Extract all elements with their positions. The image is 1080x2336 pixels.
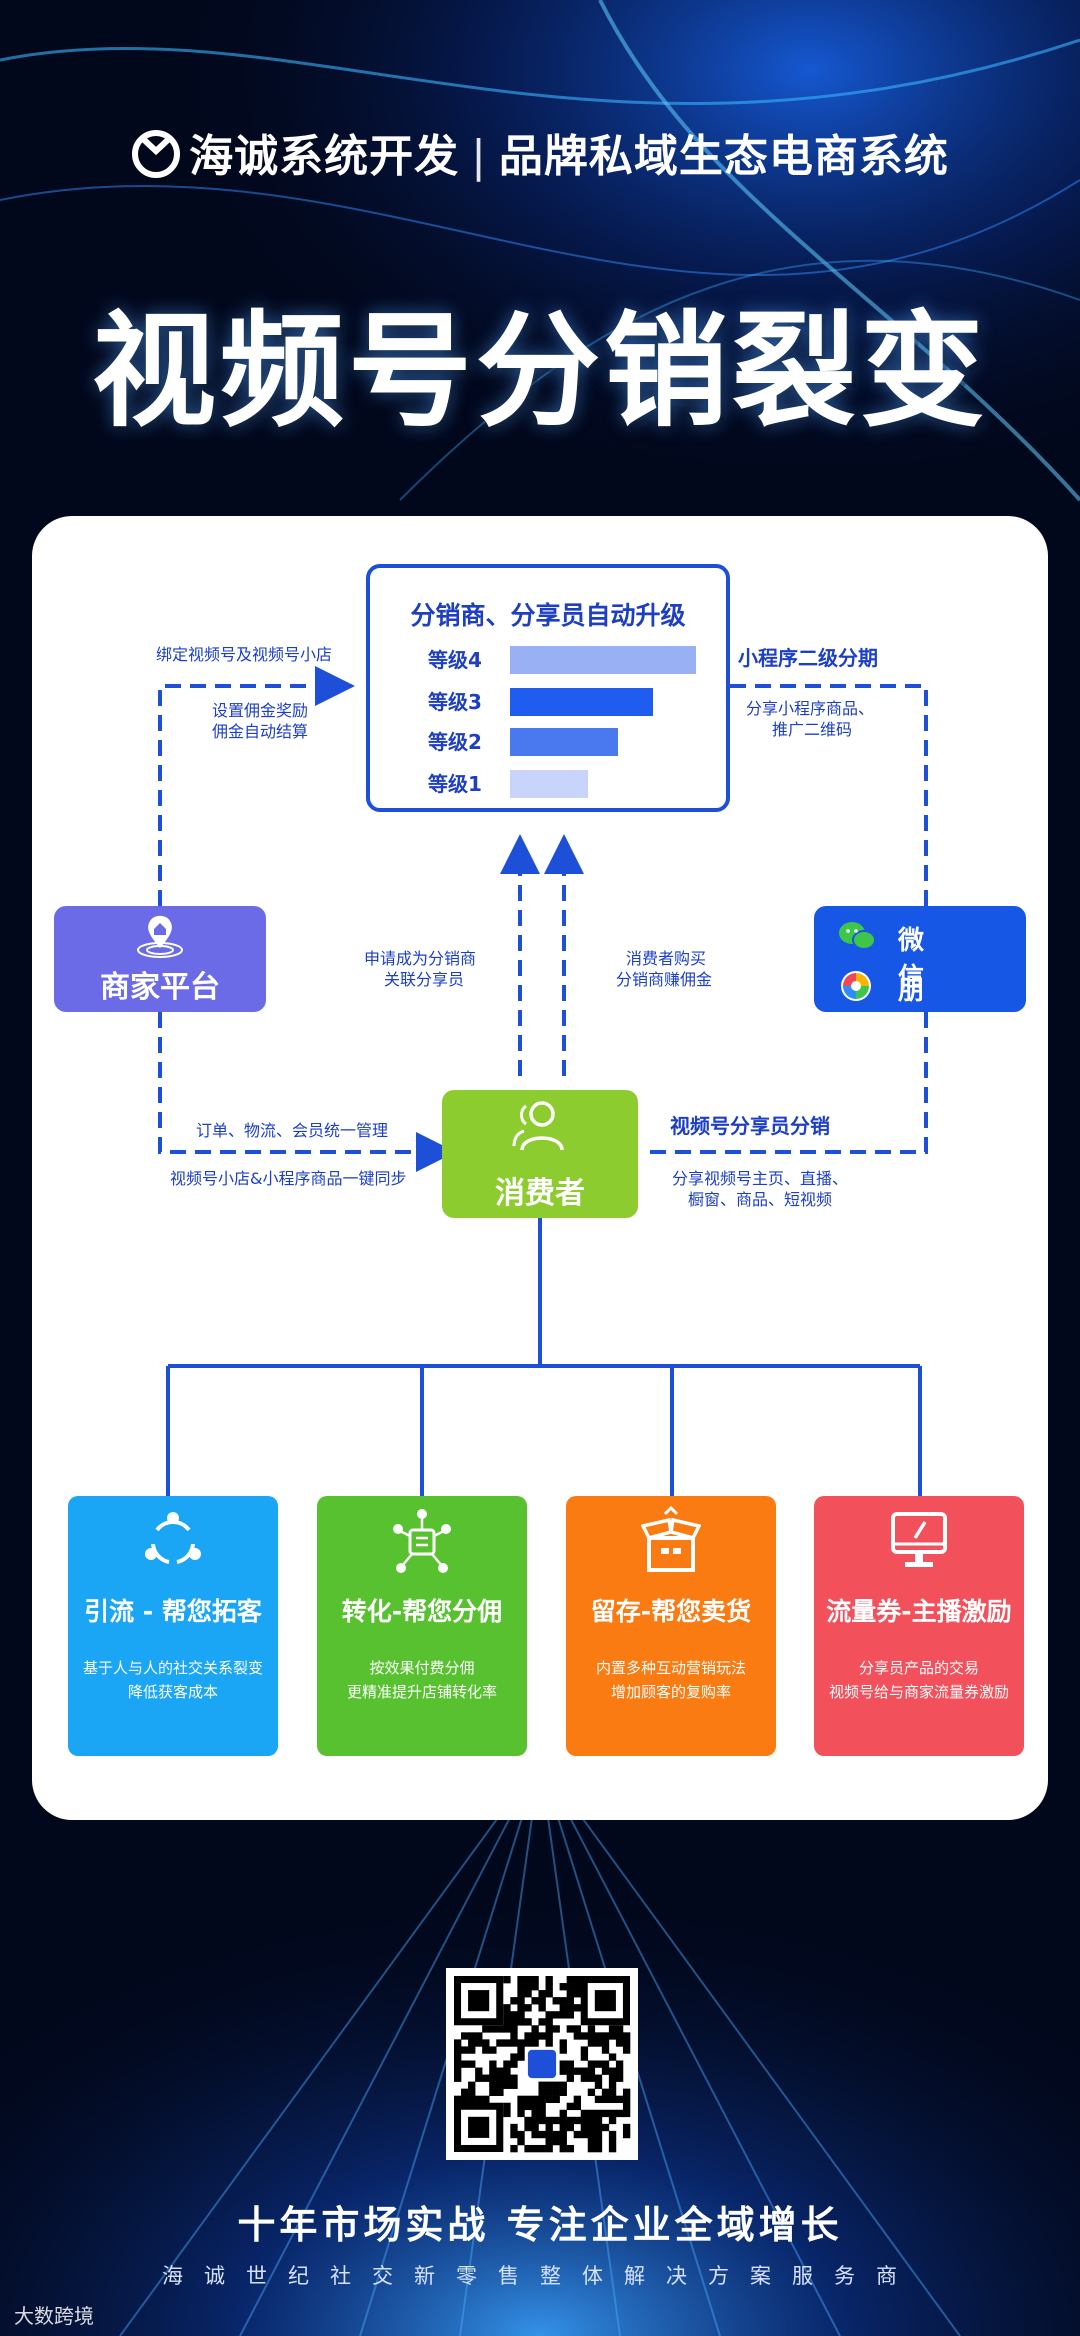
feature-card-coupon: 流量券-主播激励 分享员产品的交易视频号给与商家流量券激励 (814, 1496, 1024, 1756)
page-title: 视频号分销裂变 (91, 300, 988, 444)
network-doc-icon (393, 1509, 451, 1573)
level-name: 等级1 (428, 772, 482, 796)
label-apply-line1: 申请成为分销商 (364, 949, 477, 968)
brand-tagline: 品牌私域生态电商系统 (498, 131, 949, 182)
home-location-icon (137, 915, 183, 958)
merchant-platform-label: 商家平台 (100, 970, 220, 1005)
feature-title: 引流 - 帮您拓客 (84, 1597, 262, 1626)
feature-card-traffic: 引流 - 帮您拓客 基于人与人的社交关系裂变降低获客成本 (68, 1496, 278, 1756)
merchant-platform-node: 商家平台 (54, 906, 266, 1012)
footer-slogan: 十年市场实战 专注企业全域增长 (237, 2203, 843, 2247)
feature-desc-line2: 视频号给与商家流量券激励 (828, 1683, 1009, 1701)
level-bar (510, 688, 653, 716)
label-commission-line1: 设置佣金奖励 (212, 701, 309, 720)
brand-name: 海诚系统开发 (189, 131, 460, 182)
level-box-title: 分销商、分享员自动升级 (410, 601, 686, 630)
label-mini-program: 小程序二级分期 (738, 646, 878, 670)
feature-title: 转化-帮您分佣 (341, 1597, 503, 1626)
wechat-label: 微信 (898, 926, 925, 993)
label-buy-line2: 分销商赚佣金 (616, 970, 713, 989)
footer-subtitle: 海诚世纪社交新零售整体解决方案服务商 (162, 2264, 918, 2288)
feature-title: 流量券-主播激励 (826, 1597, 1012, 1626)
feature-desc-line1: 基于人与人的社交关系裂变 (82, 1659, 263, 1677)
wechat-icon (839, 922, 876, 950)
label-commission-line2: 佣金自动结算 (212, 722, 309, 741)
level-upgrade-box: 分销商、分享员自动升级 等级4 等级3 等级2 等级1 (366, 564, 730, 812)
feature-desc: 分享员产品的交易视频号给与商家流量券激励 (814, 1656, 1024, 1704)
feature-card-conversion: 转化-帮您分佣 按效果付费分佣更精准提升店铺转化率 (317, 1496, 527, 1756)
source-watermark: 大数跨境 (14, 2304, 94, 2328)
level-bar (510, 728, 618, 756)
header: 海诚系统开发|品牌私域生态电商系统 (0, 120, 1080, 184)
label-channel-line2: 橱窗、商品、短视频 (688, 1190, 833, 1209)
label-sync: 视频号小店&小程序商品一键同步 (170, 1169, 407, 1188)
feature-desc: 内置多种互动营销玩法增加顾客的复购率 (566, 1656, 776, 1704)
share-cycle-icon (145, 1512, 201, 1564)
monitor-icon (891, 1512, 947, 1567)
level-name: 等级4 (428, 648, 482, 672)
consumer-label: 消费者 (495, 1176, 585, 1211)
feature-desc-line1: 按效果付费分佣 (369, 1659, 475, 1677)
feature-desc-line2: 增加顾客的复购率 (610, 1683, 731, 1701)
feature-desc: 基于人与人的社交关系裂变降低获客成本 (68, 1656, 278, 1704)
label-buy-line1: 消费者购买 (626, 949, 707, 968)
feature-title: 留存-帮您卖货 (590, 1597, 752, 1626)
label-orders: 订单、物流、会员统一管理 (196, 1121, 389, 1140)
level-bar (510, 646, 696, 674)
moments-icon (841, 971, 871, 1001)
brand-logo-icon (132, 130, 181, 178)
header-separator: | (471, 131, 487, 182)
label-apply-line2: 关联分享员 (384, 970, 465, 989)
label-share-line1: 分享小程序商品、 (746, 699, 875, 718)
qr-code-image (454, 1976, 631, 2153)
level-name: 等级2 (428, 730, 482, 754)
label-channel-share: 视频号分享员分销 (670, 1114, 830, 1138)
label-channel-line1: 分享视频号主页、直播、 (672, 1169, 849, 1188)
consumer-node: 消费者 (442, 1090, 638, 1218)
feature-desc: 按效果付费分佣更精准提升店铺转化率 (317, 1656, 527, 1704)
feature-desc-line1: 分享员产品的交易 (858, 1659, 979, 1677)
qr-code[interactable] (446, 1968, 638, 2160)
feature-desc-line1: 内置多种互动营销玩法 (595, 1659, 746, 1677)
feature-desc-line2: 降低获客成本 (127, 1683, 218, 1701)
users-icon (512, 1101, 564, 1151)
level-name: 等级3 (428, 690, 482, 714)
social-channels-node: 微信 朋友圈 (814, 906, 1026, 1080)
feature-desc-line2: 更精准提升店铺转化率 (346, 1683, 497, 1701)
open-box-icon (641, 1506, 701, 1572)
level-bar (510, 770, 588, 798)
moments-label: 朋友圈 (898, 976, 925, 1080)
label-share-line2: 推广二维码 (772, 720, 853, 739)
label-bind: 绑定视频号及视频号小店 (156, 645, 333, 664)
feature-card-retention: 留存-帮您卖货 内置多种互动营销玩法增加顾客的复购率 (566, 1496, 776, 1756)
